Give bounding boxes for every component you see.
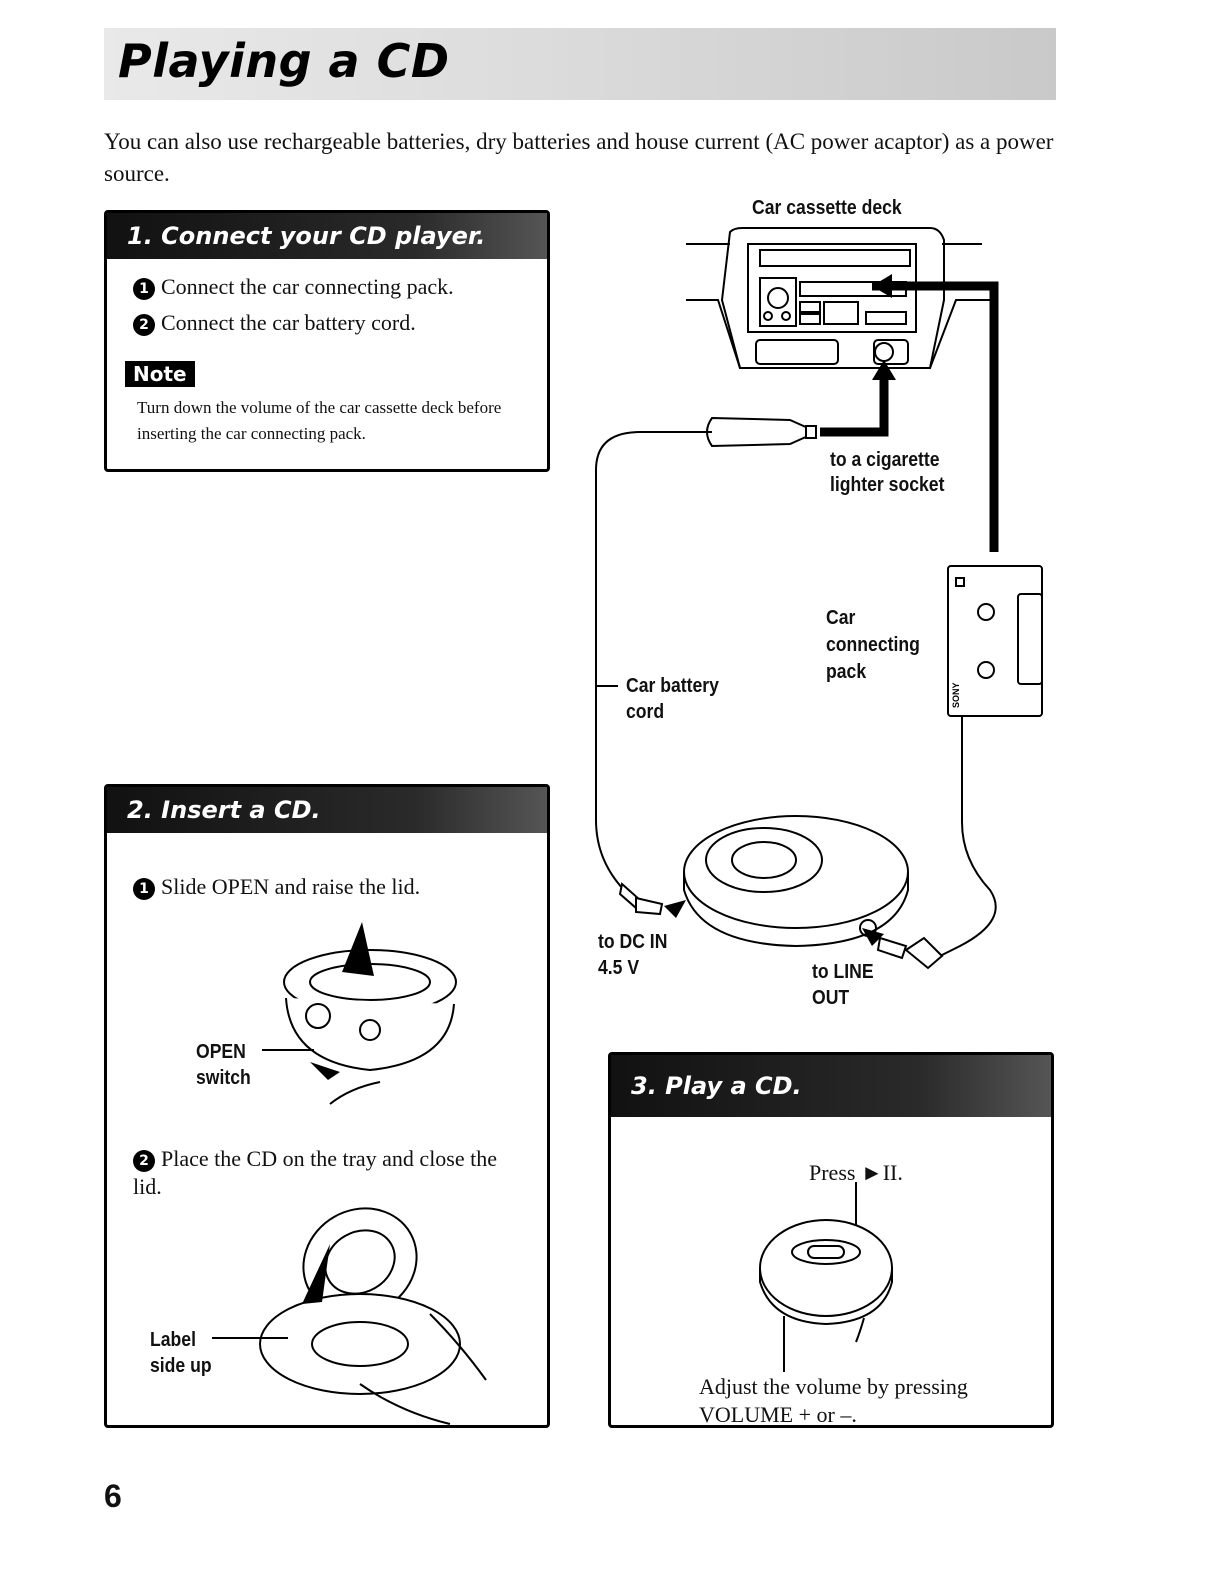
section-insert-heading: 2. Insert a CD. xyxy=(107,787,547,833)
car-pack-label-line2: connecting xyxy=(826,634,920,656)
connect-step-1: 1 Connect the car connecting pack. xyxy=(133,273,454,301)
car-battery-cord-label-line2: cord xyxy=(626,701,665,723)
line-out-label-line2: OUT xyxy=(812,987,850,1009)
insert-step-2-text: Place the CD on the tray and close the l… xyxy=(133,1146,498,1199)
page-number: 6 xyxy=(104,1478,122,1514)
line-out-plug-illustration xyxy=(876,936,944,970)
label-side-up-line2: side up xyxy=(150,1355,212,1377)
step-number-badge: 1 xyxy=(133,278,155,300)
pack-cord xyxy=(939,716,997,957)
label-side-leader-line xyxy=(212,1337,288,1339)
open-switch-label-line2: switch xyxy=(196,1067,251,1089)
press-play-caption: Press ►II. xyxy=(809,1160,903,1185)
label-side-up-line1: Label xyxy=(150,1329,196,1351)
pack-brand-mark: SONY xyxy=(951,682,961,708)
cigarette-socket-label-line2: lighter socket xyxy=(830,474,945,496)
title-banner xyxy=(104,28,1056,100)
insert-step-1-text: Slide OPEN and raise the lid. xyxy=(161,874,421,899)
car-pack-label-line1: Car xyxy=(826,607,856,629)
connect-step-2-text: Connect the car battery cord. xyxy=(161,310,416,335)
car-cassette-deck-label: Car cassette deck xyxy=(752,197,902,219)
connect-step-1-text: Connect the car connecting pack. xyxy=(161,274,454,299)
portable-cd-player-illustration xyxy=(683,815,909,948)
adjust-volume-caption: Adjust the volume by pressing VOLUME + o… xyxy=(699,1374,968,1427)
slide-open-arrow xyxy=(310,1062,340,1080)
battery-cord xyxy=(595,431,712,891)
line-out-arrow xyxy=(862,928,884,946)
step-number-badge: 2 xyxy=(133,314,155,336)
dc-in-label-line2: 4.5 V xyxy=(598,957,640,979)
cassette-cable xyxy=(872,281,999,552)
play-cd-player-illustration xyxy=(759,1182,893,1372)
dc-plug-illustration xyxy=(618,882,664,916)
car-pack-label-line3: pack xyxy=(826,661,867,683)
line-out-label-line1: to LINE xyxy=(812,961,874,983)
open-switch-leader-line xyxy=(262,1049,314,1051)
car-cassette-deck-illustration xyxy=(686,227,990,369)
lighter-cable xyxy=(820,370,889,437)
section-connect-heading: 1. Connect your CD player. xyxy=(107,213,547,259)
close-lid-arrow xyxy=(302,1244,330,1304)
dc-in-arrow xyxy=(664,900,686,918)
note-text: Turn down the volume of the car cassette… xyxy=(137,398,502,443)
place-cd-illustration xyxy=(259,1207,487,1425)
car-connecting-pack-illustration xyxy=(947,565,1043,717)
cigarette-socket-label-line1: to a cigarette xyxy=(830,449,940,471)
page-title: Playing a CD xyxy=(118,34,450,88)
intro-paragraph: You can also use rechargeable batteries,… xyxy=(104,129,1054,186)
open-switch-label-line1: OPEN xyxy=(196,1041,246,1063)
step-number-badge: 2 xyxy=(133,1150,155,1172)
cigarette-plug-illustration xyxy=(706,416,817,448)
connect-step-2: 2 Connect the car battery cord. xyxy=(133,309,416,337)
note-badge: Note xyxy=(125,361,195,387)
dc-in-label-line1: to DC IN xyxy=(598,931,668,953)
open-lid-illustration xyxy=(283,922,457,1105)
car-battery-cord-label-line1: Car battery xyxy=(626,675,719,697)
insert-step-1: 1 Slide OPEN and raise the lid. xyxy=(133,873,420,901)
lift-lid-arrow xyxy=(342,922,374,976)
cassette-insert-arrow xyxy=(872,274,892,298)
step-number-badge: 1 xyxy=(133,878,155,900)
lighter-insert-arrow xyxy=(872,360,896,380)
section-play-heading: 3. Play a CD. xyxy=(611,1055,1051,1117)
